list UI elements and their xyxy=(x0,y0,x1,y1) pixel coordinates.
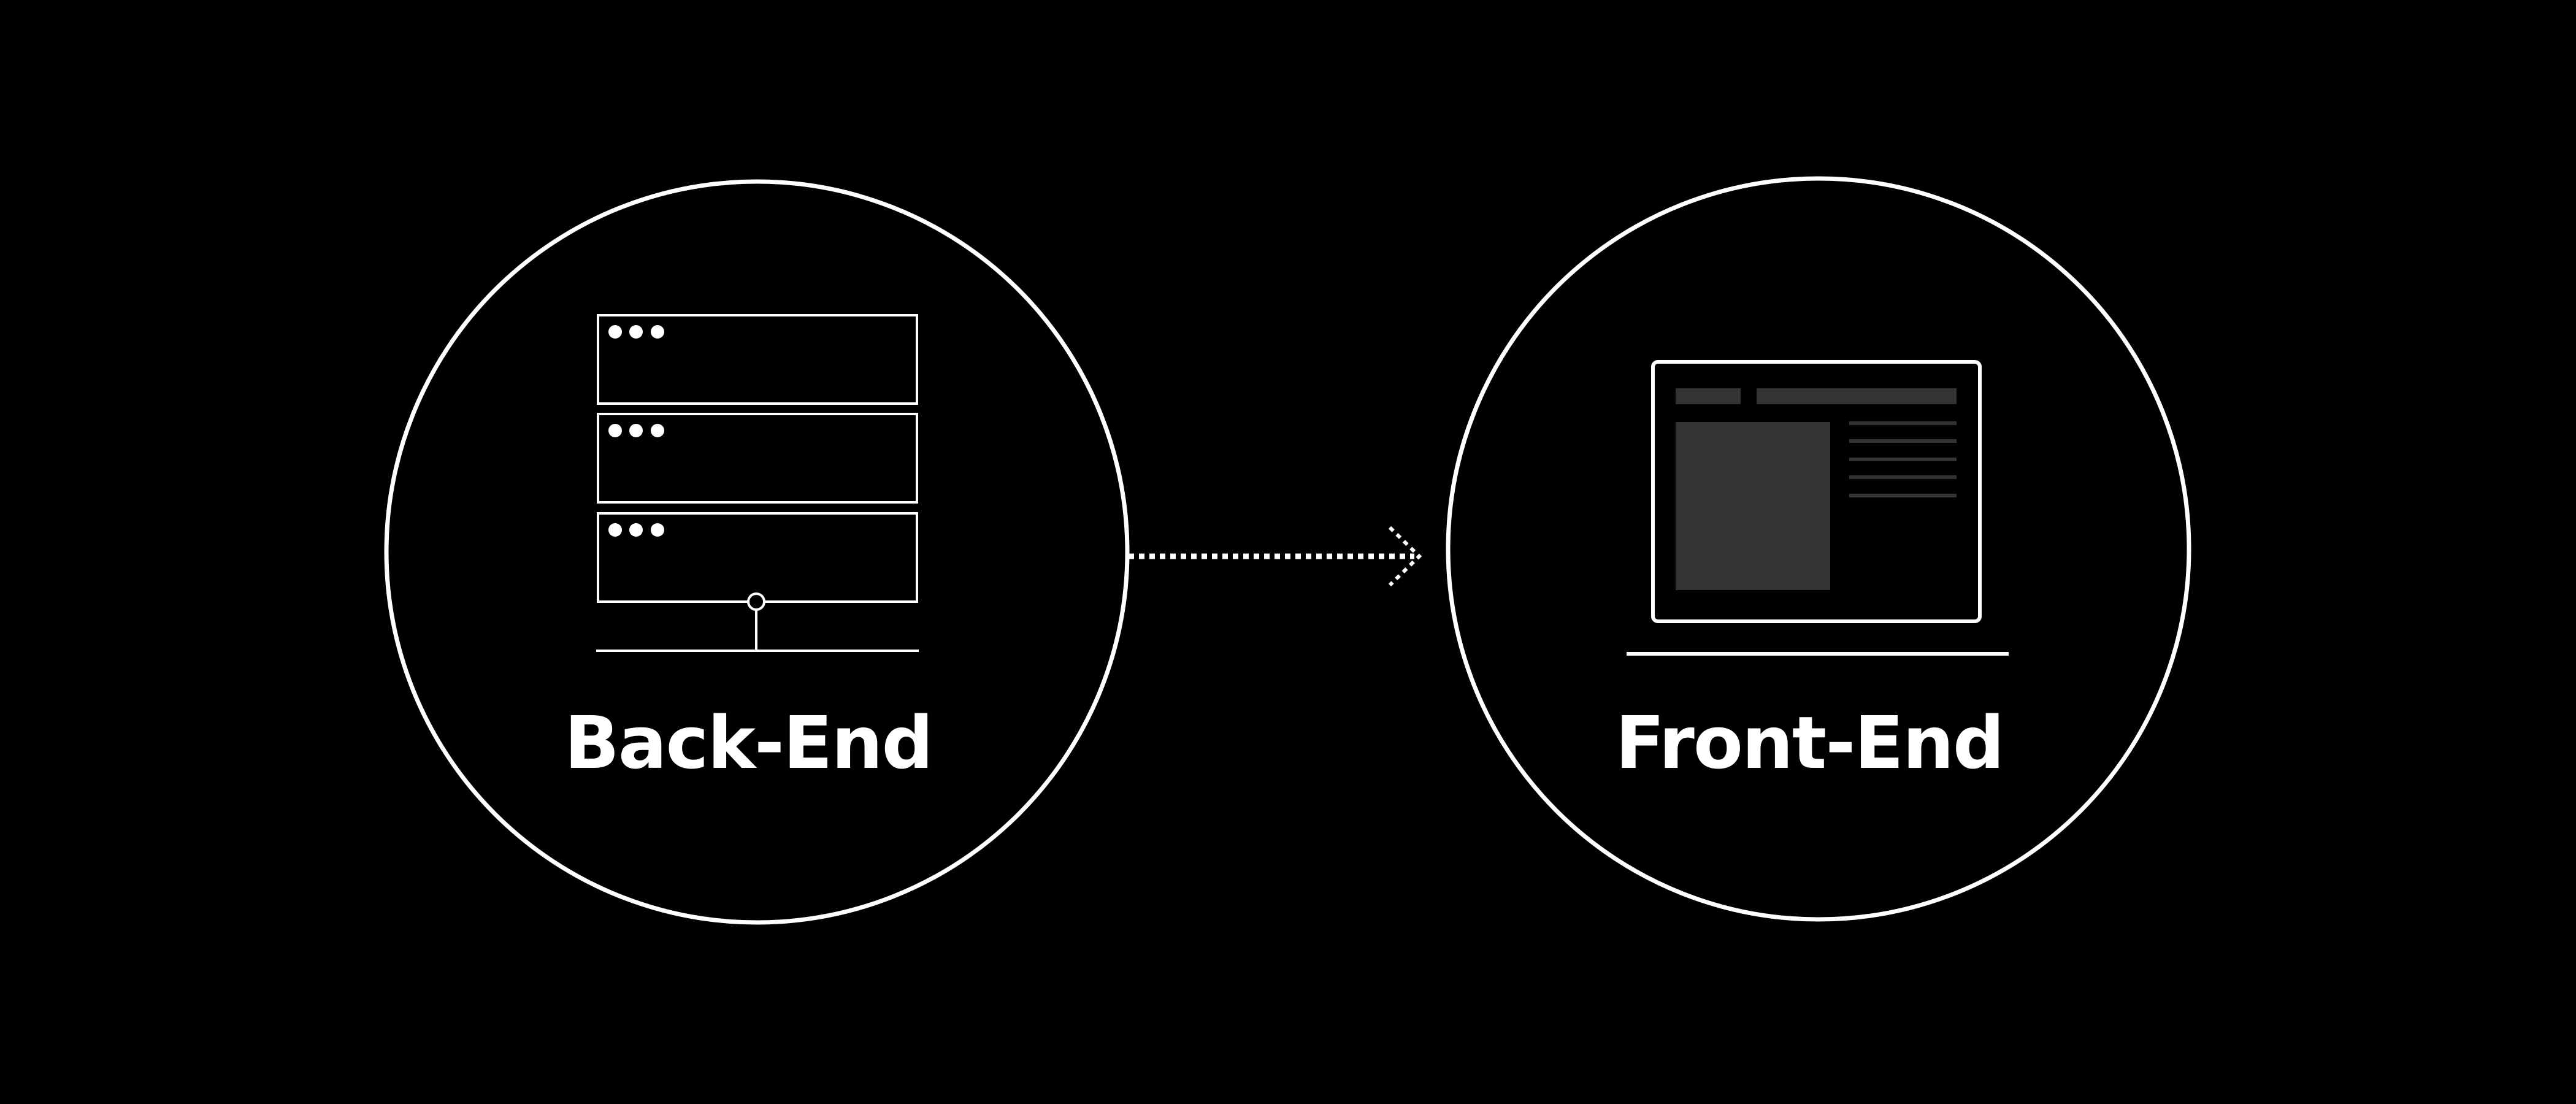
backend-node: Back-End xyxy=(384,179,1130,925)
arrow-head-icon xyxy=(1388,526,1422,587)
status-dot-icon xyxy=(608,325,622,339)
backend-circle xyxy=(384,179,1130,925)
status-dot-icon xyxy=(629,424,643,437)
laptop-screen xyxy=(1651,360,1982,623)
network-connector-icon xyxy=(596,592,919,652)
ui-nav-bar xyxy=(1757,388,1957,404)
frontend-circle xyxy=(1446,176,2191,922)
ui-logo-block xyxy=(1676,388,1741,404)
frontend-node: Front-End xyxy=(1446,176,2191,922)
status-dot-icon xyxy=(651,424,664,437)
status-dot-icon xyxy=(651,325,664,339)
server-stack-icon xyxy=(596,314,919,652)
status-dot-icon xyxy=(608,523,622,537)
status-dot-icon xyxy=(651,523,664,537)
server-unit xyxy=(597,314,918,405)
status-dot-icon xyxy=(608,424,622,437)
ui-text-lines xyxy=(1849,421,1957,497)
dotted-arrow-connector xyxy=(1129,526,1422,587)
laptop-icon xyxy=(1627,360,2009,656)
frontend-label: Front-End xyxy=(1616,700,2004,785)
ui-content-block xyxy=(1676,422,1830,590)
backend-label: Back-End xyxy=(564,700,932,785)
status-dot-icon xyxy=(629,325,643,339)
server-unit xyxy=(597,413,918,504)
status-dot-icon xyxy=(629,523,643,537)
